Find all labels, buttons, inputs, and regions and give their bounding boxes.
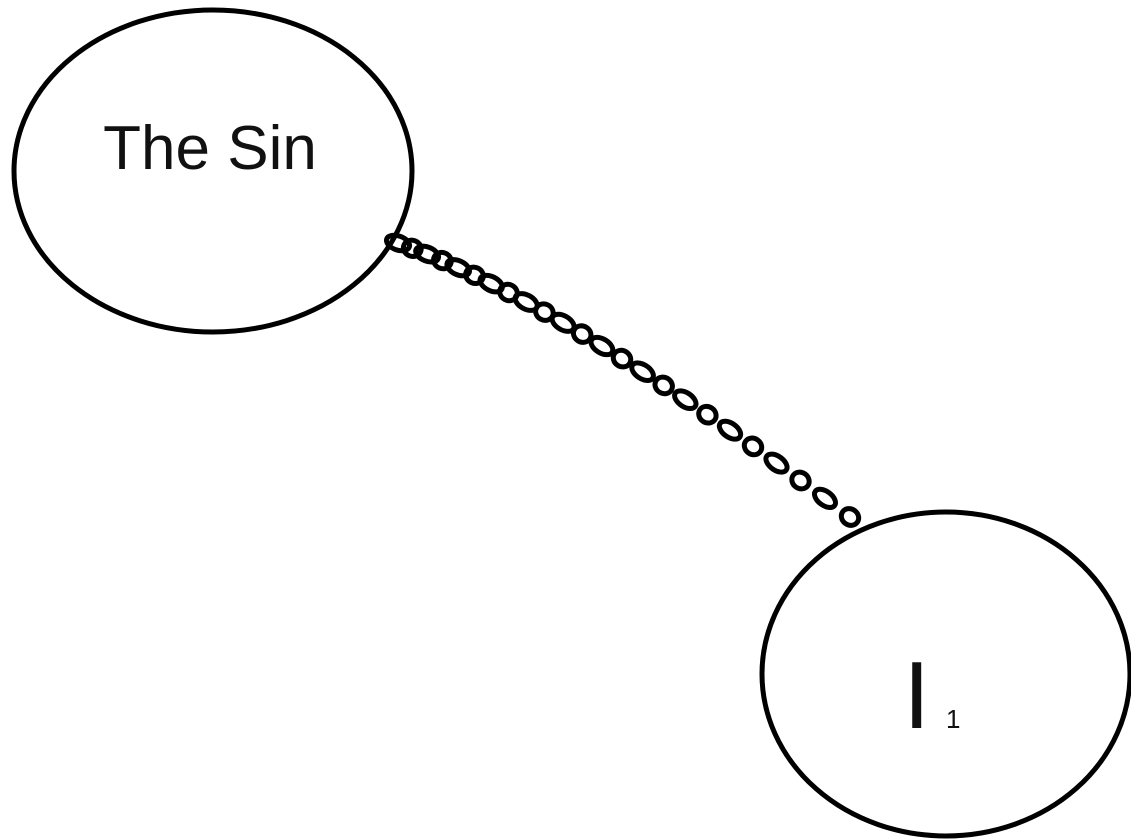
chain-link: [383, 232, 413, 254]
chain-connector: [383, 232, 862, 528]
chain-link: [588, 334, 616, 358]
chain-link: [696, 403, 719, 426]
chain-link: [629, 360, 656, 383]
chain-link: [811, 486, 839, 510]
chain-link: [444, 257, 472, 279]
chain-link: [431, 249, 454, 272]
chain-link: [610, 347, 634, 370]
node-i1-subscript: 1: [946, 704, 960, 734]
node-the-sin[interactable]: The Sin: [11, 7, 415, 335]
node-the-sin-label: The Sin: [103, 114, 317, 183]
node-the-sin-ellipse: [11, 7, 415, 335]
chain-link: [789, 469, 812, 492]
chain-link: [838, 506, 862, 528]
chain-link: [716, 418, 744, 442]
node-i1[interactable]: I 1: [759, 509, 1131, 839]
chain-link: [741, 435, 765, 458]
chain-link: [400, 237, 424, 259]
chain-link: [672, 388, 699, 412]
chain-link: [763, 451, 790, 475]
node-i1-ellipse: [759, 509, 1131, 839]
chain-link: [413, 243, 442, 265]
node-i1-label: I: [903, 642, 930, 749]
chain-link: [652, 374, 675, 397]
